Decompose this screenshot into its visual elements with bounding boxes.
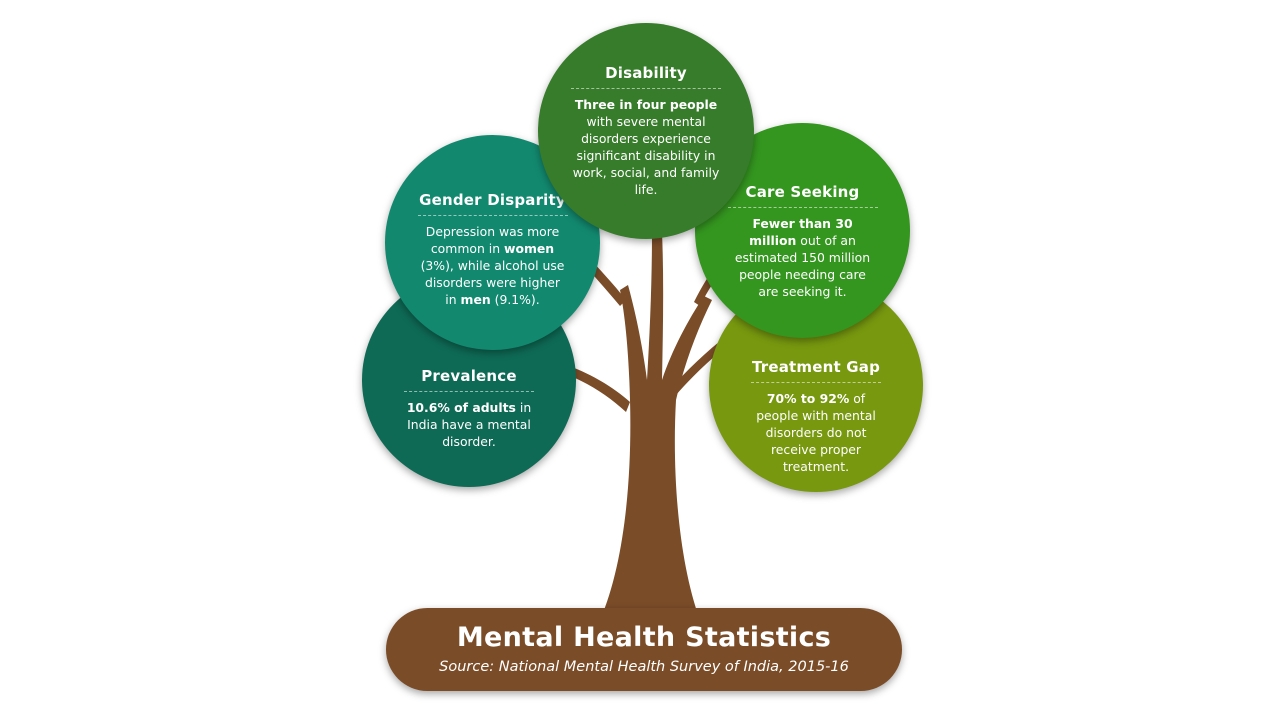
prevalence-title: Prevalence — [404, 367, 534, 392]
care-seeking-title: Care Seeking — [727, 183, 878, 208]
disability-circle: Disability Three in four people with sev… — [538, 23, 754, 239]
treatment-gap-title: Treatment Gap — [751, 358, 881, 383]
prevalence-text: 10.6% of adults in India have a mental d… — [406, 400, 532, 449]
disability-title: Disability — [571, 64, 721, 89]
care-seeking-text: Fewer than 30 million out of an estimate… — [734, 216, 871, 299]
footer-banner: Mental Health Statistics Source: Nationa… — [386, 608, 902, 691]
tree-trunk — [600, 232, 712, 620]
page-title: Mental Health Statistics — [456, 622, 832, 653]
gender-disparity-title: Gender Disparity — [417, 191, 568, 216]
disability-text: Three in four people with severe mental … — [572, 97, 720, 197]
treatment-gap-text: 70% to 92% of people with mental disorde… — [756, 391, 876, 474]
source-caption: Source: National Mental Health Survey of… — [439, 659, 849, 675]
gender-disparity-text: Depression was more common in women (3%)… — [420, 224, 565, 307]
